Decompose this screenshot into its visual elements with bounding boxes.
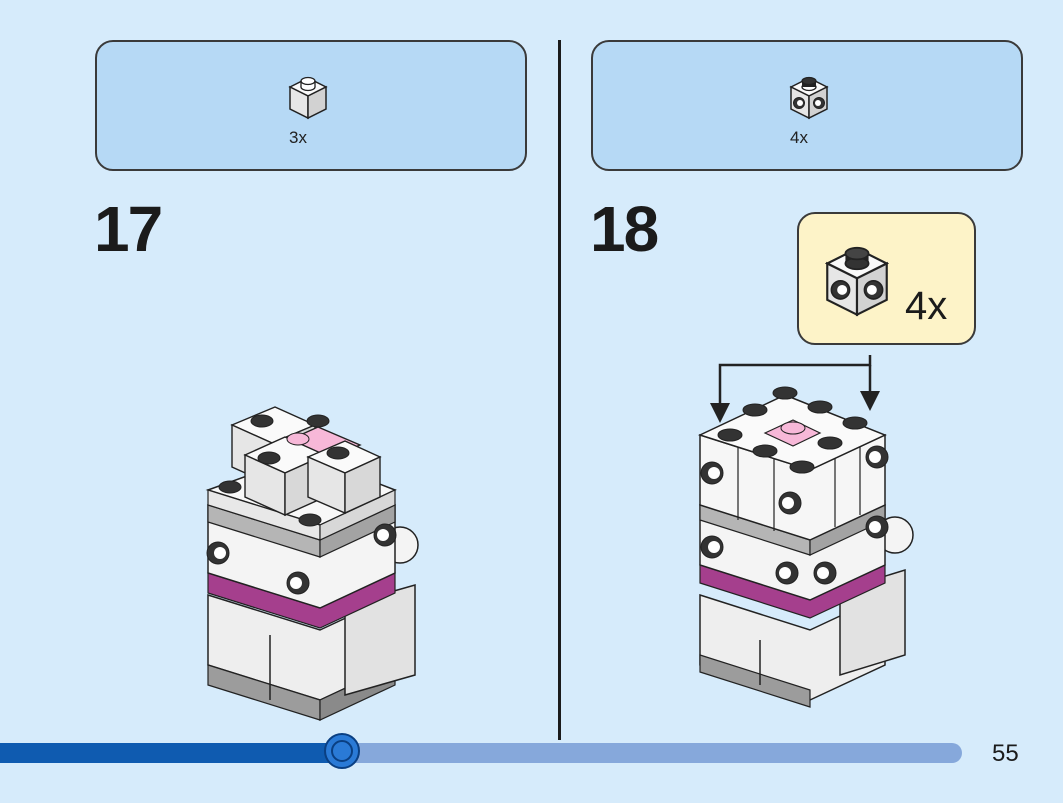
parts-list-step-17: 3x xyxy=(95,40,527,171)
white-1x1-brick-with-side-studs-icon xyxy=(789,76,829,120)
white-1x1-brick-icon xyxy=(288,76,328,120)
page-number: 55 xyxy=(992,740,1019,767)
progress-fill xyxy=(0,743,342,763)
parts-list-step-18: 4x xyxy=(591,40,1023,171)
step-divider xyxy=(558,40,561,740)
part-count: 4x xyxy=(790,128,808,147)
callout-count: 4x xyxy=(905,284,948,328)
part-count: 3x xyxy=(289,128,307,147)
white-1x1-brick-with-side-studs-icon xyxy=(824,246,890,317)
step-17-model-illustration xyxy=(205,406,419,721)
progress-handle[interactable] xyxy=(324,733,360,769)
sub-assembly-callout: 4x xyxy=(797,212,976,345)
step-number-18: 18 xyxy=(590,193,659,265)
step-18-model-illustration xyxy=(697,355,914,708)
step-number-17: 17 xyxy=(94,193,163,265)
page-progress-bar[interactable] xyxy=(0,733,962,769)
